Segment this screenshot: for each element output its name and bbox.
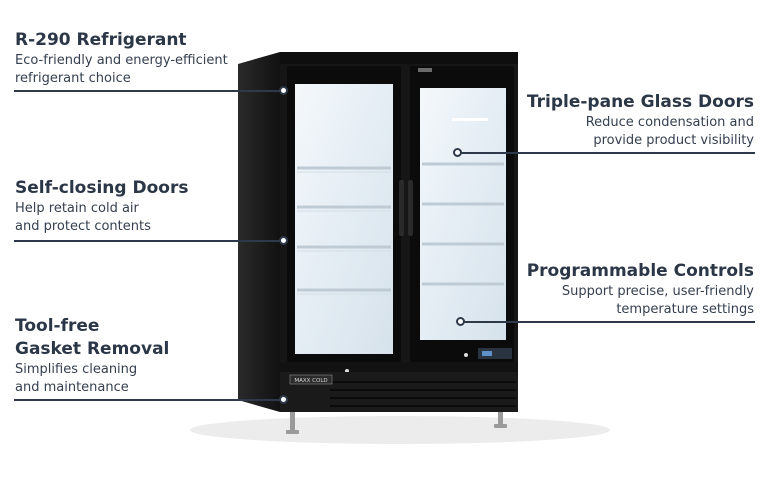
callout-controls-line-2: temperature settings — [616, 302, 754, 317]
callout-gasket-line-2: and maintenance — [15, 380, 129, 395]
brand-badge-text: MAXX COLD — [294, 378, 327, 384]
callout-gasket-line-1: Simplifies cleaning — [15, 362, 138, 377]
right-door-handle — [408, 180, 413, 236]
marker-gasket — [279, 395, 288, 404]
callout-controls: Programmable Controls Support precise, u… — [484, 260, 754, 319]
callout-triple-pane-line-1: Reduce condensation and — [585, 115, 754, 130]
cabinet-side — [238, 52, 280, 412]
right-shelves — [422, 162, 504, 286]
floor-shadow — [190, 416, 610, 444]
marker-r290 — [279, 86, 288, 95]
callout-triple-pane: Triple-pane Glass Doors Reduce condensat… — [484, 91, 754, 150]
control-strip — [280, 362, 518, 372]
callout-gasket: Tool-free Gasket Removal Simplifies clea… — [15, 315, 265, 397]
leader-gasket — [14, 399, 282, 401]
leader-triple-pane — [458, 152, 755, 154]
marker-controls — [456, 317, 465, 326]
callout-r290-line-1: Eco-friendly and energy-efficient — [15, 53, 228, 68]
callout-gasket-title-1: Tool-free — [15, 316, 100, 336]
callout-gasket-title-2: Gasket Removal — [15, 339, 170, 359]
callout-controls-title: Programmable Controls — [526, 261, 754, 281]
right-door-glass — [420, 88, 506, 340]
callout-self-closing-line-1: Help retain cold air — [15, 201, 139, 216]
control-panel — [478, 348, 512, 359]
callout-self-closing: Self-closing Doors Help retain cold air … — [15, 177, 265, 236]
leader-controls — [462, 321, 755, 323]
callout-controls-line-1: Support precise, user-friendly — [561, 284, 754, 299]
callout-r290-title: R-290 Refrigerant — [15, 30, 187, 50]
top-label — [418, 68, 432, 72]
brand-badge — [289, 374, 333, 385]
marker-triple-pane — [453, 148, 462, 157]
cabinet-header — [280, 52, 518, 64]
legs — [286, 412, 507, 434]
leader-r290 — [14, 90, 282, 92]
callout-r290: R-290 Refrigerant Eco-friendly and energ… — [15, 29, 265, 88]
marker-self-closing — [279, 236, 288, 245]
callout-self-closing-title: Self-closing Doors — [15, 178, 189, 198]
callout-r290-line-2: refrigerant choice — [15, 71, 131, 86]
callout-triple-pane-title: Triple-pane Glass Doors — [526, 92, 754, 112]
interior-light — [452, 118, 488, 121]
callout-triple-pane-line-2: provide product visibility — [593, 133, 754, 148]
leader-self-closing — [14, 240, 282, 242]
left-door-glass — [295, 84, 393, 354]
callout-self-closing-line-2: and protect contents — [15, 219, 151, 234]
left-door-handle — [399, 180, 404, 236]
left-shelves — [297, 166, 391, 292]
